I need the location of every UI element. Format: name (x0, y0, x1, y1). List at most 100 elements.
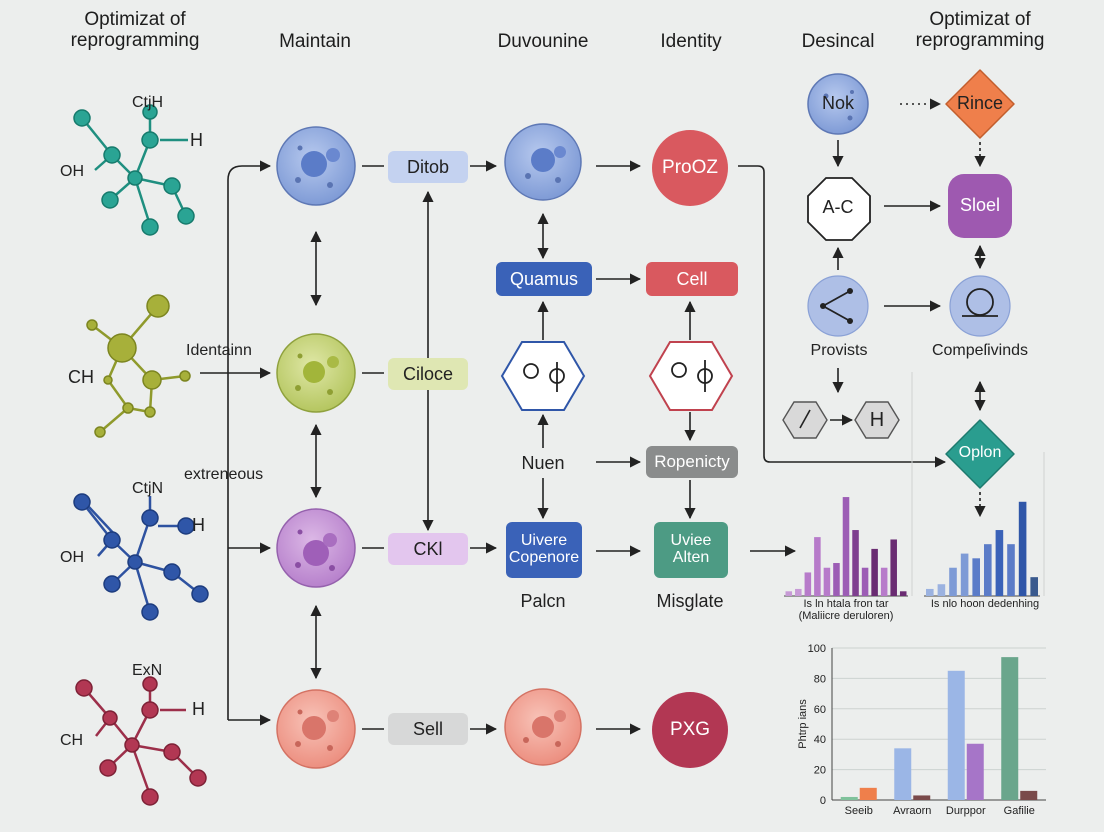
box-sell: Sell (388, 713, 468, 745)
chart2-bar (1018, 501, 1027, 596)
chart3-xtick-label: Durppor (946, 805, 986, 817)
label-palcn: Palcn (520, 591, 566, 611)
chart3-xtick-label: Gafilie (1004, 805, 1035, 817)
hexagon-red (648, 341, 734, 411)
cell-salmon-2 (504, 688, 582, 766)
molecule-olive-atoms (86, 294, 191, 438)
box-cell: Cell (646, 262, 738, 296)
chart2-caption: Is nlo hoon dedenhing (930, 598, 1040, 610)
chart1-bar (842, 497, 850, 596)
header-optimizat-right: Optimizat of reprogramming (915, 9, 1045, 51)
header-maintain: Maintain (279, 31, 351, 52)
chart3-bar-series2 (859, 787, 877, 800)
sloel-shape (948, 174, 1012, 238)
chart1-bar (785, 591, 793, 596)
chart3-ytick-label: 40 (814, 734, 826, 746)
cell-to-box-lines (362, 160, 498, 735)
mol4-top-label: ExN (132, 662, 163, 679)
chart3-bar-series1 (1001, 657, 1019, 800)
chart1-bar (823, 567, 831, 596)
mol4-h-label: H (192, 699, 205, 719)
chart3-ytick-label: 100 (808, 643, 826, 655)
cell-blue-2 (504, 123, 582, 201)
chart1-bar (861, 567, 869, 596)
circle-proz: ProOZ (652, 130, 728, 206)
label-nuen: Nuen (521, 453, 565, 473)
label-sloel: Sloel (959, 195, 1001, 215)
compe-node (949, 275, 1011, 337)
right-arrows (830, 98, 986, 518)
label-provists: Provists (810, 342, 868, 359)
molecule-teal (81, 112, 188, 226)
chart1-bar (852, 530, 859, 596)
left-bracket-arrows (200, 160, 272, 726)
chart3-bar-series2 (966, 743, 984, 800)
chart-left-histogram (784, 497, 908, 597)
chart3-bar-series1 (894, 748, 912, 800)
box-ditob: Ditob (388, 151, 468, 183)
chart2-bar (937, 584, 946, 596)
mol3-oh-label: OH (60, 549, 84, 566)
oplon-diamond (945, 419, 1015, 489)
chart3-xtick-label: Seeib (845, 805, 873, 817)
cell-green (276, 333, 356, 413)
label-misglate: Misglate (656, 591, 724, 611)
nok-cell (807, 73, 869, 135)
box-ropenicty: Ropenicty (646, 446, 738, 478)
cell-purple (276, 508, 356, 588)
box-uivie: Uviee Alten (654, 522, 728, 578)
circle-pxg: PXG (652, 692, 728, 768)
chart2-bar (1030, 577, 1038, 596)
chart1-bar (899, 591, 907, 596)
header-duvounine: Duvounine (497, 31, 589, 52)
chart3-ylabel: Phtrp ians (797, 699, 809, 749)
label-oplon: Oplon (958, 444, 1002, 461)
hexagon-blue (500, 341, 586, 411)
cell-blue-1 (276, 126, 356, 206)
mol3-h-label: H (192, 515, 205, 535)
chart-right-histogram (924, 501, 1040, 597)
box-ckl: CKl (388, 533, 468, 565)
chart2-bar (960, 553, 969, 596)
box-ciloce: Ciloce (388, 358, 468, 390)
provists-node (807, 275, 869, 337)
mol2-ch-label: CH (68, 367, 94, 387)
chart3-bar-series1 (947, 670, 965, 800)
chart1-caption: Is ln htala fron tar (Maliicre deruloren… (798, 598, 894, 623)
label-rince: Rince (956, 93, 1004, 113)
chart1-bar (880, 567, 888, 596)
small-hexagons (782, 401, 900, 439)
chart3-ytick-label: 80 (814, 673, 826, 685)
chart1-bar (890, 539, 897, 596)
mol1-top-label: CtjH (132, 94, 164, 111)
label-compe: Compeſivinds (931, 342, 1029, 359)
header-optimizat-left: Optimizat of reprogramming (70, 9, 200, 51)
chart3-ytick-label: 0 (820, 795, 826, 807)
molecule-maroon-atoms (75, 676, 207, 806)
chart1-bar (795, 588, 802, 596)
rince-diamond (945, 69, 1015, 139)
label-nok: Nok (821, 93, 854, 113)
molecule-navy (81, 496, 201, 613)
middle-arrows (537, 160, 947, 735)
chart2-bar (1007, 544, 1015, 596)
molecule-maroon (83, 684, 199, 796)
ac-octagon (807, 177, 871, 241)
chart3-bar-series1 (840, 796, 858, 800)
chart3-xtick-label: Avraorn (893, 805, 931, 817)
chart2-bar (972, 558, 980, 596)
molecule-olive (91, 305, 186, 433)
box-uivere: Uivere Copenore (506, 522, 582, 578)
chart1-bar (833, 563, 840, 596)
chart2-bar (949, 567, 957, 596)
label-h-hexagon: H (869, 409, 885, 431)
label-ac: A-C (822, 197, 854, 217)
chart3-bar-series2 (913, 795, 931, 800)
chart1-bar (814, 537, 821, 596)
chart2-bar (995, 530, 1004, 596)
cell-salmon-1 (276, 689, 356, 769)
chart1-bar (804, 572, 812, 596)
